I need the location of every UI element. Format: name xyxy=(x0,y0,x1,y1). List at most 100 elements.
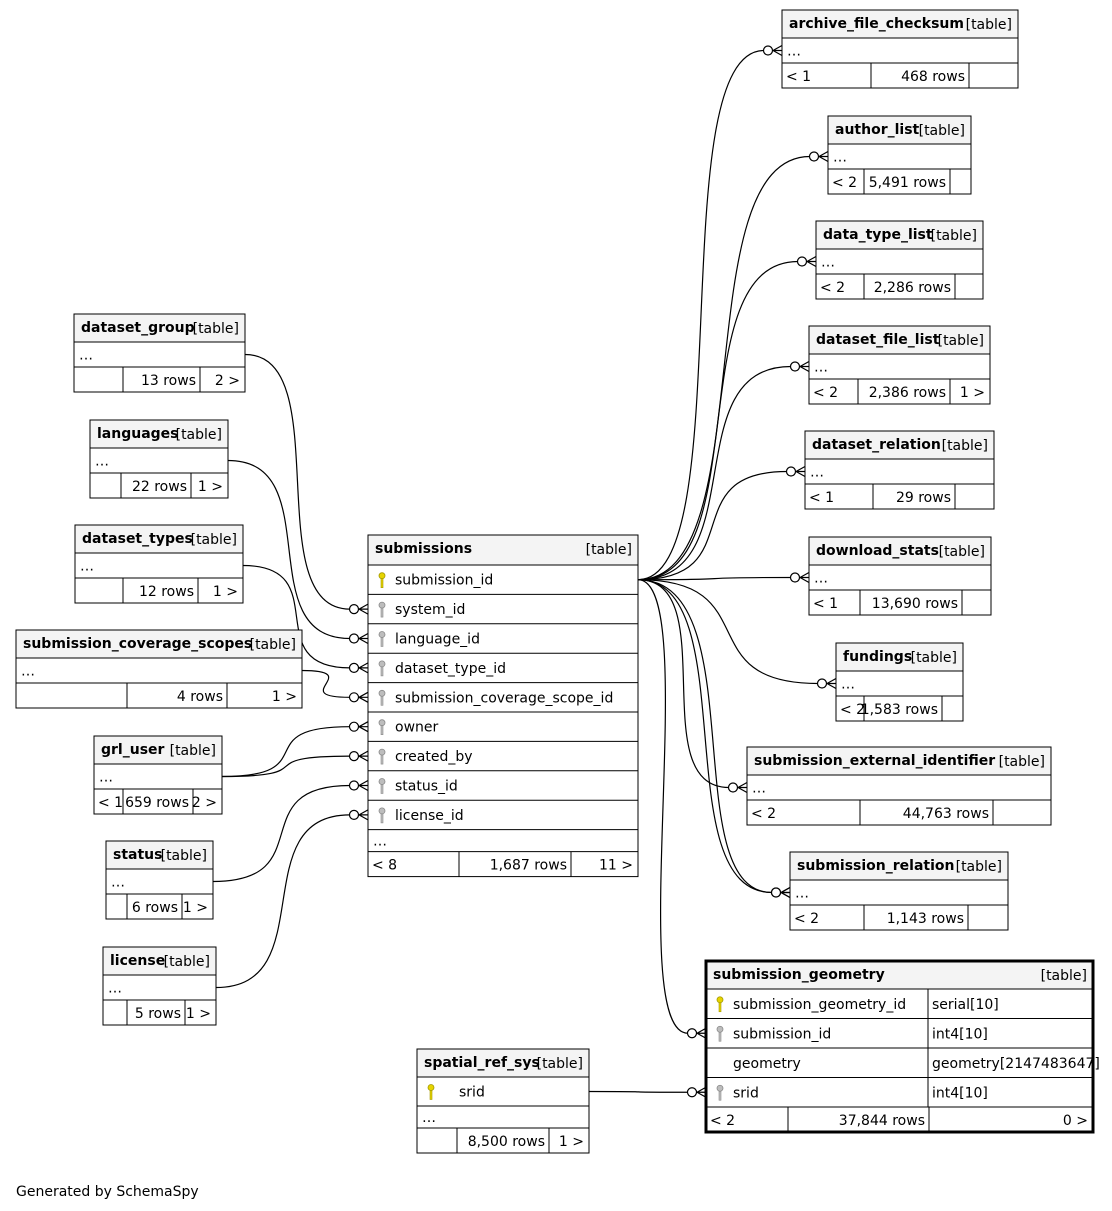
ellipsis-row: … xyxy=(111,875,125,891)
column-type: int4[10] xyxy=(932,1085,988,1101)
table-stat-children: 1 > xyxy=(272,689,297,705)
relationship-line xyxy=(244,353,351,610)
table-stat-children: 1 > xyxy=(559,1134,584,1150)
table-name: submission_geometry xyxy=(713,967,885,983)
foreign-key-icon xyxy=(378,689,386,706)
table-stat-children: 2 > xyxy=(192,795,217,811)
table-tag: [table] xyxy=(250,637,296,653)
crowfoot-marker xyxy=(348,691,369,703)
ellipsis-row: … xyxy=(80,559,94,575)
table-tag: [table] xyxy=(931,228,977,244)
table-stat-parents: < 2 xyxy=(832,175,857,191)
table-fundings[interactable]: fundings[table]…< 21,583 rows xyxy=(835,642,964,722)
table-stat-children: 2 > xyxy=(215,373,240,389)
column-type: geometry[2147483647] xyxy=(932,1056,1100,1072)
table-tag: [table] xyxy=(170,743,216,759)
table-border xyxy=(102,946,217,1026)
foreign-key-icon xyxy=(378,631,386,647)
table-name: dataset_relation xyxy=(812,437,941,453)
ellipsis-row: … xyxy=(787,44,801,60)
table-submission_geometry[interactable]: submission_geometry[table]submission_geo… xyxy=(704,959,1100,1134)
relationship-line xyxy=(221,726,351,778)
crowfoot-marker xyxy=(348,779,369,792)
table-header-bg xyxy=(417,1049,589,1077)
table-name: languages xyxy=(97,426,179,442)
crowfoot-marker xyxy=(808,150,829,163)
table-submission_coverage_scopes[interactable]: submission_coverage_scopes[table]…4 rows… xyxy=(15,629,303,709)
table-border xyxy=(93,735,223,815)
relationship-line xyxy=(212,784,351,883)
table-stat-children: 11 > xyxy=(599,858,633,874)
footer-text: Generated by SchemaSpy xyxy=(16,1184,199,1200)
crowfoot-marker xyxy=(796,255,817,268)
table-border xyxy=(808,536,992,616)
table-name: submissions xyxy=(375,541,472,557)
table-name: grl_user xyxy=(101,742,165,758)
table-name: dataset_types xyxy=(82,531,193,547)
column-name: created_by xyxy=(395,749,473,765)
ellipsis-row: … xyxy=(833,150,847,166)
table-submission_external_identifier[interactable]: submission_external_identifier[table]…< … xyxy=(746,746,1052,826)
table-name: license xyxy=(110,953,165,969)
table-border xyxy=(105,840,214,920)
foreign-key-icon xyxy=(378,748,386,765)
table-tag: [table] xyxy=(161,848,207,864)
table-tag: [table] xyxy=(938,333,984,349)
foreign-key-icon xyxy=(378,807,386,824)
crowfoot-marker xyxy=(789,360,810,373)
table-stat-parents: < 2 xyxy=(794,911,819,927)
table-header-bg xyxy=(94,736,222,764)
table-name: dataset_file_list xyxy=(816,332,940,348)
table-stat-rows: 5,491 rows xyxy=(869,175,946,191)
crowfoot-marker xyxy=(348,809,369,821)
table-border xyxy=(808,325,991,405)
crowfoot-marker xyxy=(348,662,369,674)
table-name: spatial_ref_sys xyxy=(424,1055,540,1071)
table-tag: [table] xyxy=(919,123,965,139)
table-stat-parents: < 1 xyxy=(809,490,834,506)
foreign-key-icon xyxy=(716,1084,724,1101)
column-name: submission_id xyxy=(733,1026,831,1042)
table-header-bg xyxy=(790,852,1008,880)
relationship-line xyxy=(637,579,819,685)
column-name: submission_coverage_scope_id xyxy=(395,690,613,706)
relationship-line xyxy=(637,470,788,581)
table-name: submission_external_identifier xyxy=(754,753,995,769)
relationship-line xyxy=(221,755,351,778)
table-stat-rows: 1,583 rows xyxy=(861,702,938,718)
table-stat-parents: < 2 xyxy=(751,806,776,822)
crowfoot-marker xyxy=(348,632,369,645)
ellipsis-row: … xyxy=(810,465,824,481)
crowfoot-marker xyxy=(348,750,369,762)
table-submissions[interactable]: submissions[table]submission_idsystem_id… xyxy=(367,534,639,878)
primary-key-icon xyxy=(716,996,724,1013)
relationship-line xyxy=(215,814,351,989)
table-header-bg xyxy=(75,525,243,553)
table-header-bg xyxy=(809,537,991,565)
table-border xyxy=(827,115,972,195)
table-header-bg xyxy=(103,947,216,975)
column-type: int4[10] xyxy=(932,1026,988,1042)
table-border xyxy=(789,851,1009,931)
ellipsis-row: … xyxy=(795,886,809,902)
table-stat-children: 1 > xyxy=(213,584,238,600)
table-stat-rows: 13,690 rows xyxy=(872,596,958,612)
column-name: owner xyxy=(395,720,439,736)
ellipsis-row: … xyxy=(814,571,828,587)
table-stat-parents: < 2 xyxy=(710,1113,735,1129)
table-stat-parents: < 1 xyxy=(813,596,838,612)
